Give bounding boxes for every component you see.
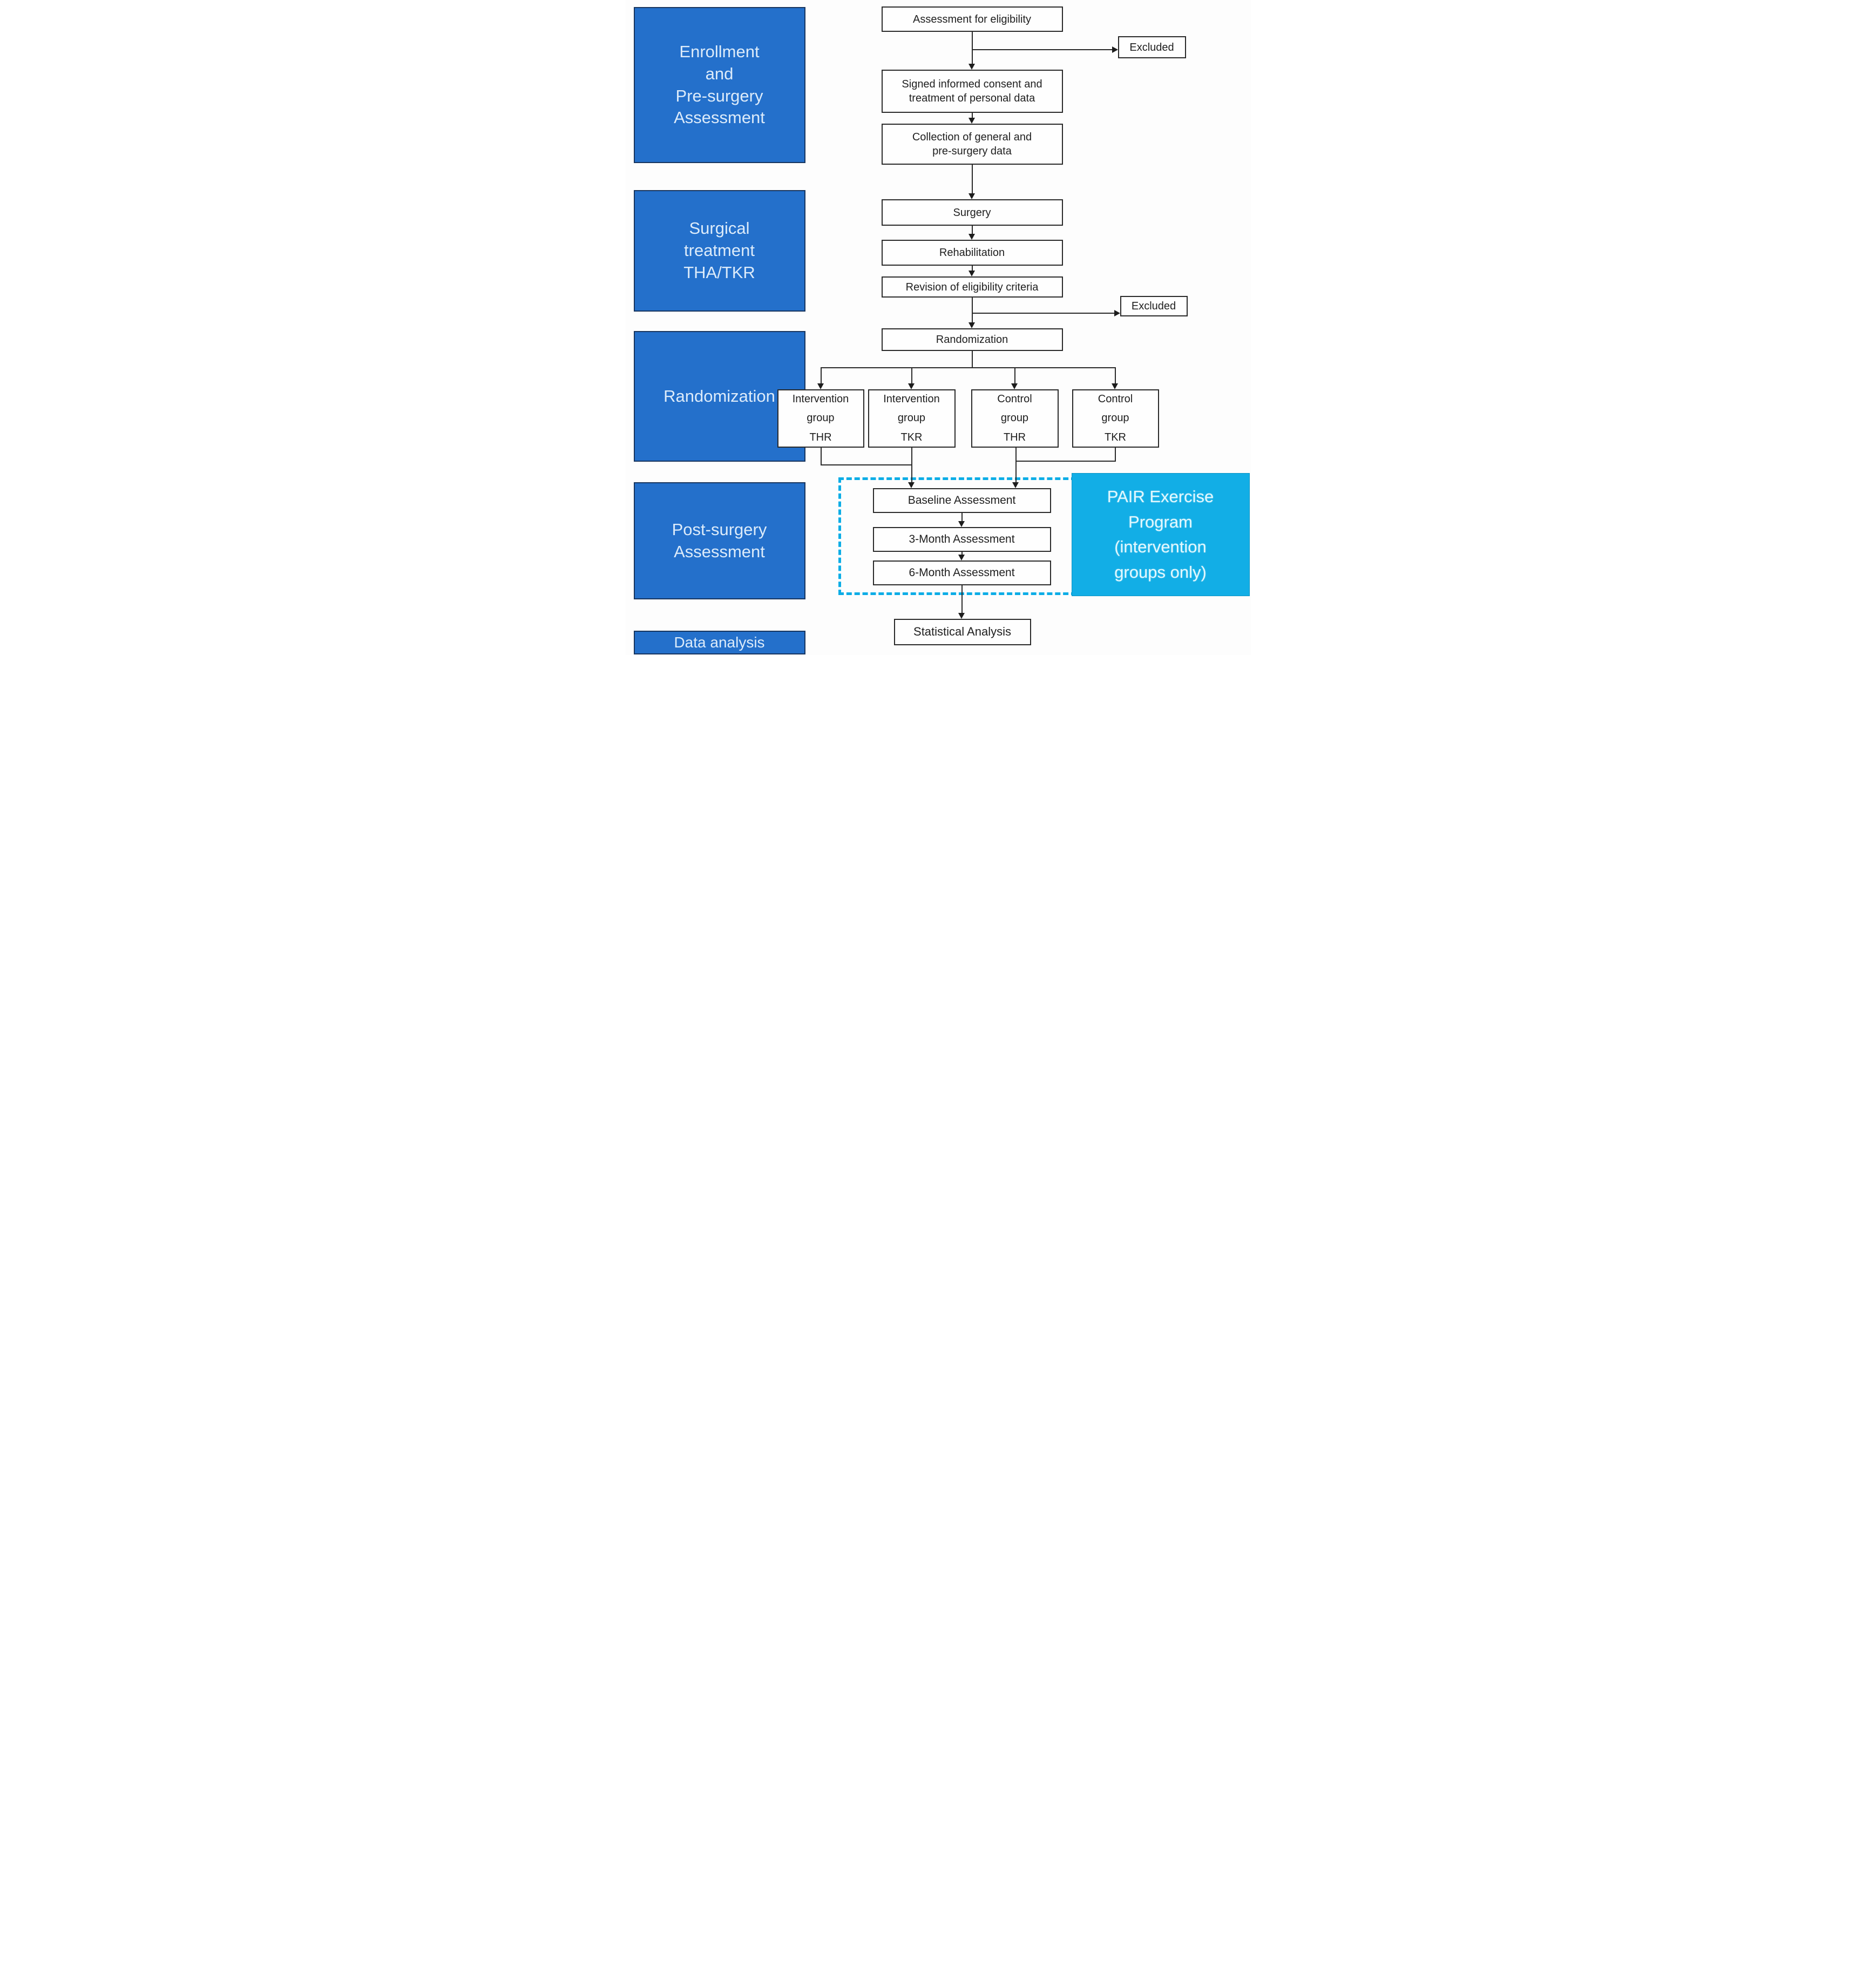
arrowhead-into-g4	[1111, 383, 1118, 389]
arrowhead-into-excluded-mid	[1114, 310, 1120, 316]
connector-split-g3	[1014, 367, 1015, 384]
merge-intervention	[820, 464, 912, 465]
connector-baseline-3month	[961, 513, 963, 522]
connector-split-g2	[911, 367, 912, 384]
arrowhead-intervention-into-baseline	[907, 482, 915, 488]
connector-6month-statistical	[961, 585, 963, 613]
stage-randomization: Randomization	[633, 331, 805, 462]
node-baseline-assessment: Baseline Assessment	[872, 488, 1051, 513]
node-signed-consent: Signed informed consent and treatment of…	[881, 70, 1063, 113]
arrowhead-into-6month	[958, 555, 965, 561]
connector-split-g1	[820, 367, 822, 384]
arrowhead-into-consent	[968, 64, 975, 70]
arrowhead-into-g1	[817, 383, 824, 389]
node-revision-eligibility: Revision of eligibility criteria	[881, 276, 1063, 298]
arrowhead-into-randomization	[968, 322, 975, 328]
node-control-group-tkr: Control group TKR	[1072, 389, 1159, 448]
connector-intervention-baseline	[911, 448, 912, 483]
stage-post-surgery: Post-surgery Assessment	[633, 482, 805, 599]
merge-control	[1015, 461, 1116, 462]
arrowhead-into-g3	[1011, 383, 1018, 389]
node-intervention-group-thr: Intervention group THR	[777, 389, 864, 448]
arrowhead-into-revision	[968, 271, 975, 276]
stage-surgical: Surgical treatment THA/TKR	[633, 190, 805, 312]
connector-control-baseline	[1015, 448, 1017, 483]
connector-collection-surgery	[971, 165, 973, 194]
splitter-groups	[821, 367, 1116, 368]
stage-enrollment: Enrollment and Pre-surgery Assessment	[633, 7, 805, 163]
connector-revision-randomization	[971, 298, 973, 323]
node-collection-data: Collection of general and pre-surgery da…	[881, 124, 1063, 165]
arrowhead-into-rehab	[968, 234, 975, 240]
connector-3month-6month	[961, 552, 963, 556]
arrowhead-into-statistical	[958, 613, 965, 619]
connector-eligibility-consent	[971, 32, 973, 64]
study-flowchart: Enrollment and Pre-surgery Assessment Su…	[625, 0, 1251, 655]
connector-g4-merge	[1114, 448, 1116, 461]
node-rehabilitation: Rehabilitation	[881, 240, 1063, 266]
node-surgery: Surgery	[881, 199, 1063, 226]
arrowhead-into-3month	[958, 521, 965, 527]
node-statistical-analysis: Statistical Analysis	[893, 619, 1031, 645]
connector-split-g4	[1114, 367, 1116, 384]
node-intervention-group-tkr: Intervention group TKR	[868, 389, 956, 448]
connector-eligibility-excluded	[971, 49, 1112, 50]
connector-surgery-rehab	[971, 226, 973, 234]
connector-consent-collection	[971, 113, 973, 119]
node-control-group-thr: Control group THR	[971, 389, 1059, 448]
connector-g1-merge	[820, 448, 822, 464]
connector-rehab-revision	[971, 266, 973, 271]
node-randomization: Randomization	[881, 328, 1063, 351]
connector-revision-excluded	[971, 313, 1114, 314]
node-assessment-eligibility: Assessment for eligibility	[881, 6, 1063, 32]
connector-randomization-splitter	[971, 351, 973, 367]
arrowhead-into-excluded-top	[1112, 46, 1118, 53]
arrowhead-into-g2	[907, 383, 915, 389]
arrowhead-into-collection	[968, 118, 975, 124]
arrowhead-into-surgery	[968, 193, 975, 199]
node-pair-exercise-program: PAIR Exercise Program (intervention grou…	[1071, 473, 1250, 596]
node-3-month-assessment: 3-Month Assessment	[872, 527, 1051, 552]
node-excluded-top: Excluded	[1118, 36, 1186, 58]
node-excluded-mid: Excluded	[1120, 296, 1188, 316]
arrowhead-control-into-baseline	[1012, 482, 1019, 488]
stage-data-analysis: Data analysis	[633, 631, 805, 654]
node-6-month-assessment: 6-Month Assessment	[872, 561, 1051, 585]
